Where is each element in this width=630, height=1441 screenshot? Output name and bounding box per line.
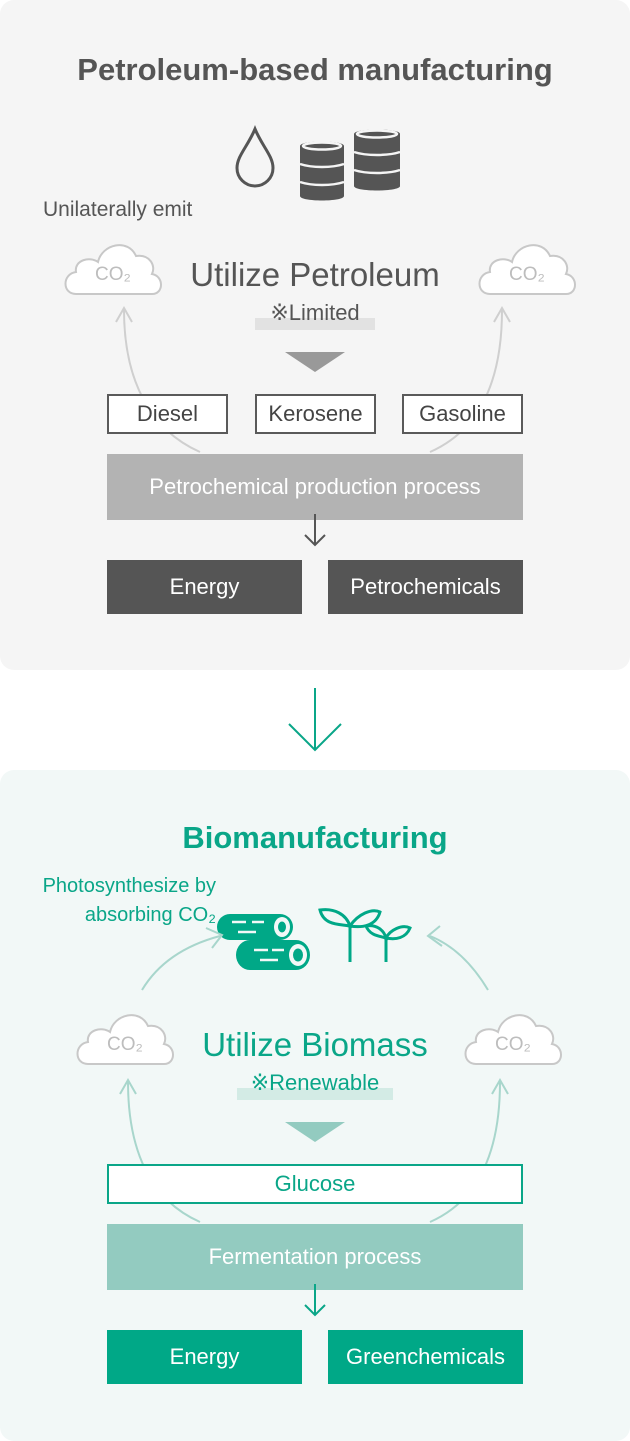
co2-label: CO₂ <box>509 264 545 285</box>
product-kerosene: Kerosene <box>255 394 376 434</box>
oil-barrels-icon <box>299 129 401 201</box>
logs-icon <box>217 914 310 970</box>
output-petrochemicals: Petrochemicals <box>328 560 523 614</box>
petroleum-panel <box>0 0 630 670</box>
down-triangle-icon <box>285 352 345 372</box>
limited-note: ※Limited <box>255 300 375 330</box>
down-triangle-icon <box>285 1122 345 1142</box>
output-greenchemicals: Greenchemicals <box>328 1330 523 1384</box>
petrochemical-process: Petrochemical production process <box>107 454 523 520</box>
co2-label: CO₂ <box>495 1034 531 1055</box>
glucose-box: Glucose <box>107 1164 523 1204</box>
sprouts-icon <box>318 908 412 962</box>
down-arrow-icon <box>304 514 326 547</box>
output-energy-petro: Energy <box>107 560 302 614</box>
down-arrow-icon <box>304 1284 326 1317</box>
biomanufacturing-panel <box>0 770 630 1441</box>
transition-arrow-icon <box>288 688 342 752</box>
co2-label: CO₂ <box>95 264 131 285</box>
fermentation-process: Fermentation process <box>107 1224 523 1290</box>
petroleum-title: Petroleum-based manufacturing <box>77 52 553 87</box>
product-gasoline: Gasoline <box>402 394 523 434</box>
co2-cloud-left-bio <box>76 1014 174 1065</box>
co2-cloud-right-bio <box>464 1014 562 1065</box>
co2-label: CO₂ <box>107 1034 143 1055</box>
utilize-biomass: Utilize Biomass <box>202 1026 428 1063</box>
co2-cloud-left-petro <box>64 244 162 295</box>
oil-drop-icon <box>235 125 275 188</box>
renewable-note: ※Renewable <box>237 1070 393 1100</box>
biomanufacturing-title: Biomanufacturing <box>182 820 448 855</box>
output-energy-bio: Energy <box>107 1330 302 1384</box>
photosynthesis-label-1: Photosynthesize by <box>42 875 216 897</box>
emit-label: Unilaterally emit <box>43 198 193 221</box>
photosynthesis-label-2: absorbing CO₂ <box>84 904 216 926</box>
co2-cloud-right-petro <box>478 244 576 295</box>
product-diesel: Diesel <box>107 394 228 434</box>
utilize-petroleum: Utilize Petroleum <box>190 256 440 293</box>
